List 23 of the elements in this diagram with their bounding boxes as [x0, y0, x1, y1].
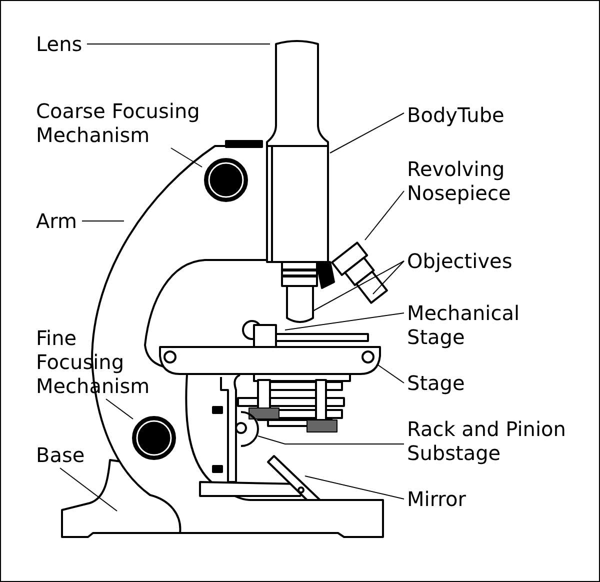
- part-label: Objectives: [407, 249, 537, 273]
- part-label: Base: [36, 443, 91, 467]
- leader-line: [372, 260, 404, 294]
- leader-line: [170, 148, 202, 168]
- part-label: Coarse Focusing Mechanism: [36, 99, 216, 147]
- leader-line: [330, 112, 404, 154]
- leader-line: [364, 190, 404, 240]
- leader-line: [258, 436, 404, 444]
- leader-line: [82, 220, 124, 222]
- leader-line: [304, 476, 404, 500]
- part-label: Arm: [36, 209, 81, 233]
- part-label: Mechanical Stage: [407, 301, 547, 349]
- part-label: Lens: [36, 32, 86, 56]
- part-label: Stage: [407, 371, 472, 395]
- leader-line: [284, 312, 404, 330]
- leader-line: [106, 398, 134, 420]
- leader-line: [378, 364, 404, 384]
- part-label: Revolving Nosepiece: [407, 157, 537, 205]
- part-label: Rack and Pinion Substage: [407, 417, 587, 465]
- part-label: Mirror: [407, 487, 477, 511]
- leader-line: [312, 260, 404, 312]
- leader-line: [60, 468, 118, 512]
- part-label: BodyTube: [407, 103, 507, 127]
